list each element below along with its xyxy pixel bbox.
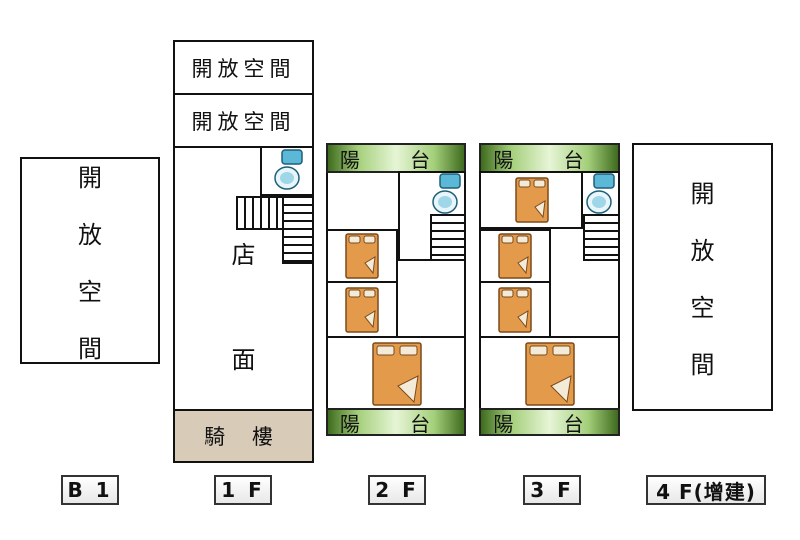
stairs-icon — [236, 196, 286, 230]
f2-balcony-bottom: 陽 台 — [326, 408, 466, 436]
f2-balcony-top: 陽 台 — [326, 143, 466, 173]
bed-icon — [372, 342, 422, 406]
f4-char-1: 開 — [690, 180, 715, 208]
f3-balcony-top: 陽 台 — [479, 143, 620, 173]
bed-icon — [515, 177, 549, 223]
f4-char-2: 放 — [690, 237, 715, 265]
f4-plan: 開 放 空 間 — [632, 143, 773, 411]
b1-char-2: 放 — [78, 220, 102, 249]
b1-char-1: 開 — [78, 163, 102, 192]
b1-plan: 開 放 空 間 — [20, 157, 160, 364]
f1-arcade: 騎 樓 — [175, 411, 312, 461]
f1-open-space-mid: 開放空間 — [191, 109, 296, 134]
floor-label-2f: 2 F — [368, 475, 426, 505]
f1-divider-2 — [173, 146, 314, 148]
toilet-icon — [432, 173, 461, 214]
floor-label-4f: 4 F(增建) — [646, 475, 766, 505]
b1-char-3: 空 — [78, 277, 102, 306]
floor-label-b1: B 1 — [61, 475, 119, 505]
floor-label-1f: 1 F — [214, 475, 272, 505]
b1-char-4: 間 — [78, 334, 102, 363]
bed-icon — [345, 233, 379, 279]
floor-label-3f: 3 F — [523, 475, 581, 505]
f4-open-space: 開 放 空 間 — [634, 145, 771, 409]
stairs-icon — [583, 214, 620, 261]
f1-shop: 店 面 — [175, 240, 312, 374]
f1-shop-char-2: 面 — [231, 346, 256, 374]
f1-divider-1 — [173, 93, 314, 95]
b1-open-space: 開 放 空 間 — [22, 159, 158, 363]
f3-balcony-bottom: 陽 台 — [479, 408, 620, 436]
f1-divider-3 — [173, 409, 314, 411]
toilet-icon — [586, 173, 615, 214]
bed-icon — [498, 233, 532, 279]
bed-icon — [525, 342, 575, 406]
f4-char-4: 間 — [690, 351, 715, 379]
bed-icon — [345, 287, 379, 333]
f1-shop-char-1: 店 — [231, 241, 256, 269]
f4-char-3: 空 — [690, 294, 715, 322]
stairs-icon — [430, 214, 466, 261]
bed-icon — [498, 287, 532, 333]
stairs-icon — [282, 196, 314, 264]
f1-open-space-top: 開放空間 — [191, 56, 296, 81]
toilet-icon — [274, 149, 303, 190]
